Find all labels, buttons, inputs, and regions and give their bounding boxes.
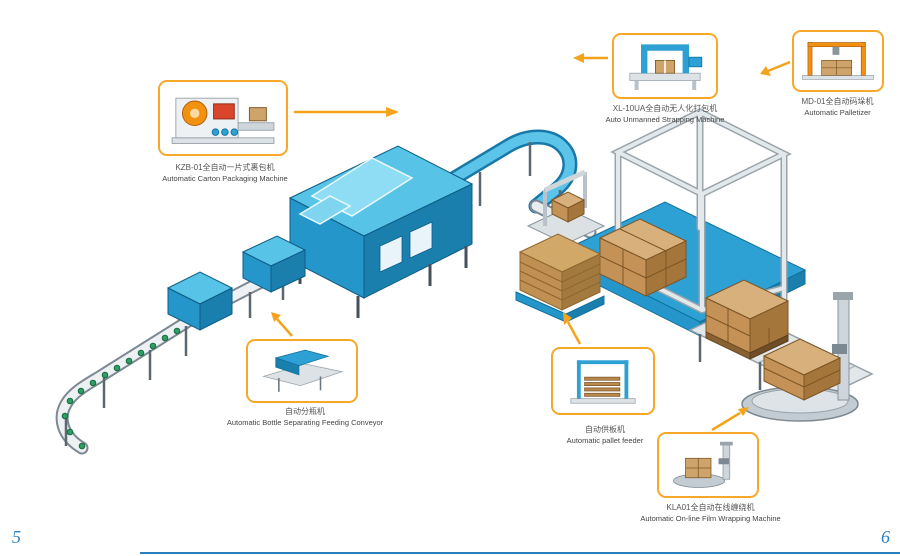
callout-film-wrapping [657, 432, 759, 498]
label-cn: MD-01全自动码垛机 [801, 97, 874, 106]
label-cn: KLA01全自动在线缠绕机 [666, 503, 755, 512]
callout-pallet-feeder [551, 347, 655, 415]
label-en: Auto Unmanned Strapping Machine [605, 115, 725, 124]
pallet-stack [515, 233, 605, 323]
callout-arrow [271, 312, 293, 337]
callout-label-film-wrapping: KLA01全自动在线缠绕机 Automatic On-line Film Wra… [628, 502, 793, 525]
carton-stack-on-conveyor [704, 279, 790, 360]
label-en: Automatic On-line Film Wrapping Machine [640, 514, 781, 523]
carton-packaging-machine-icon [171, 97, 275, 144]
callout-label-strapping: XL-10UA全自动无人化打包机 Auto Unmanned Strapping… [585, 103, 745, 126]
callout-label-palletizer: MD-01全自动码垛机 Automatic Palletizer [775, 96, 900, 119]
callout-arrow [711, 407, 749, 432]
carton-packaging-machine-scene [288, 145, 474, 318]
label-en: Automatic Bottle Separating Feeding Conv… [226, 418, 384, 427]
callout-arrow [563, 312, 582, 345]
callout-arrow [573, 53, 608, 63]
bottles [61, 327, 181, 450]
page-number-left: 5 [12, 527, 21, 547]
strapping-machine-icon [629, 44, 703, 90]
label-cn: XL-10UA全自动无人化打包机 [612, 104, 718, 113]
auxiliary-machine [241, 235, 307, 293]
callout-palletizer [792, 30, 884, 92]
callout-arrow [760, 60, 791, 76]
callout-label-carton-packaging: KZB-01全自动一片式裹包机 Automatic Carton Packagi… [140, 162, 310, 185]
label-cn: 自动供板机 [585, 425, 625, 434]
footer-rule [140, 552, 900, 554]
label-cn: KZB-01全自动一片式裹包机 [175, 163, 275, 172]
callout-bottle-separating [246, 339, 358, 403]
callout-carton-packaging [158, 80, 288, 156]
callout-arrow [294, 107, 399, 117]
label-en: Automatic Carton Packaging Machine [162, 174, 288, 183]
callout-label-pallet-feeder: 自动供板机 Automatic pallet feeder [530, 424, 680, 447]
pallet-feeder-icon [570, 360, 636, 404]
label-en: Automatic Palletizer [804, 108, 871, 117]
bottle-separating-conveyor-icon [261, 349, 344, 392]
strapping-machine [526, 169, 606, 245]
palletizer-icon [802, 42, 874, 80]
callout-label-bottle-separating: 自动分瓶机 Automatic Bottle Separating Feedin… [225, 406, 385, 429]
callout-arrows [271, 53, 791, 432]
bottle-separating-machine-scene [166, 271, 234, 331]
carton-stack-on-platform [598, 218, 688, 297]
page-number-right: 6 [881, 527, 890, 547]
label-cn: 自动分瓶机 [285, 407, 325, 416]
film-wrapping-machine-scene [741, 292, 859, 422]
label-en: Automatic pallet feeder [566, 436, 644, 445]
bottle-conveyor [55, 313, 197, 455]
film-wrapping-machine-icon [673, 441, 733, 488]
callout-strapping [612, 33, 718, 99]
